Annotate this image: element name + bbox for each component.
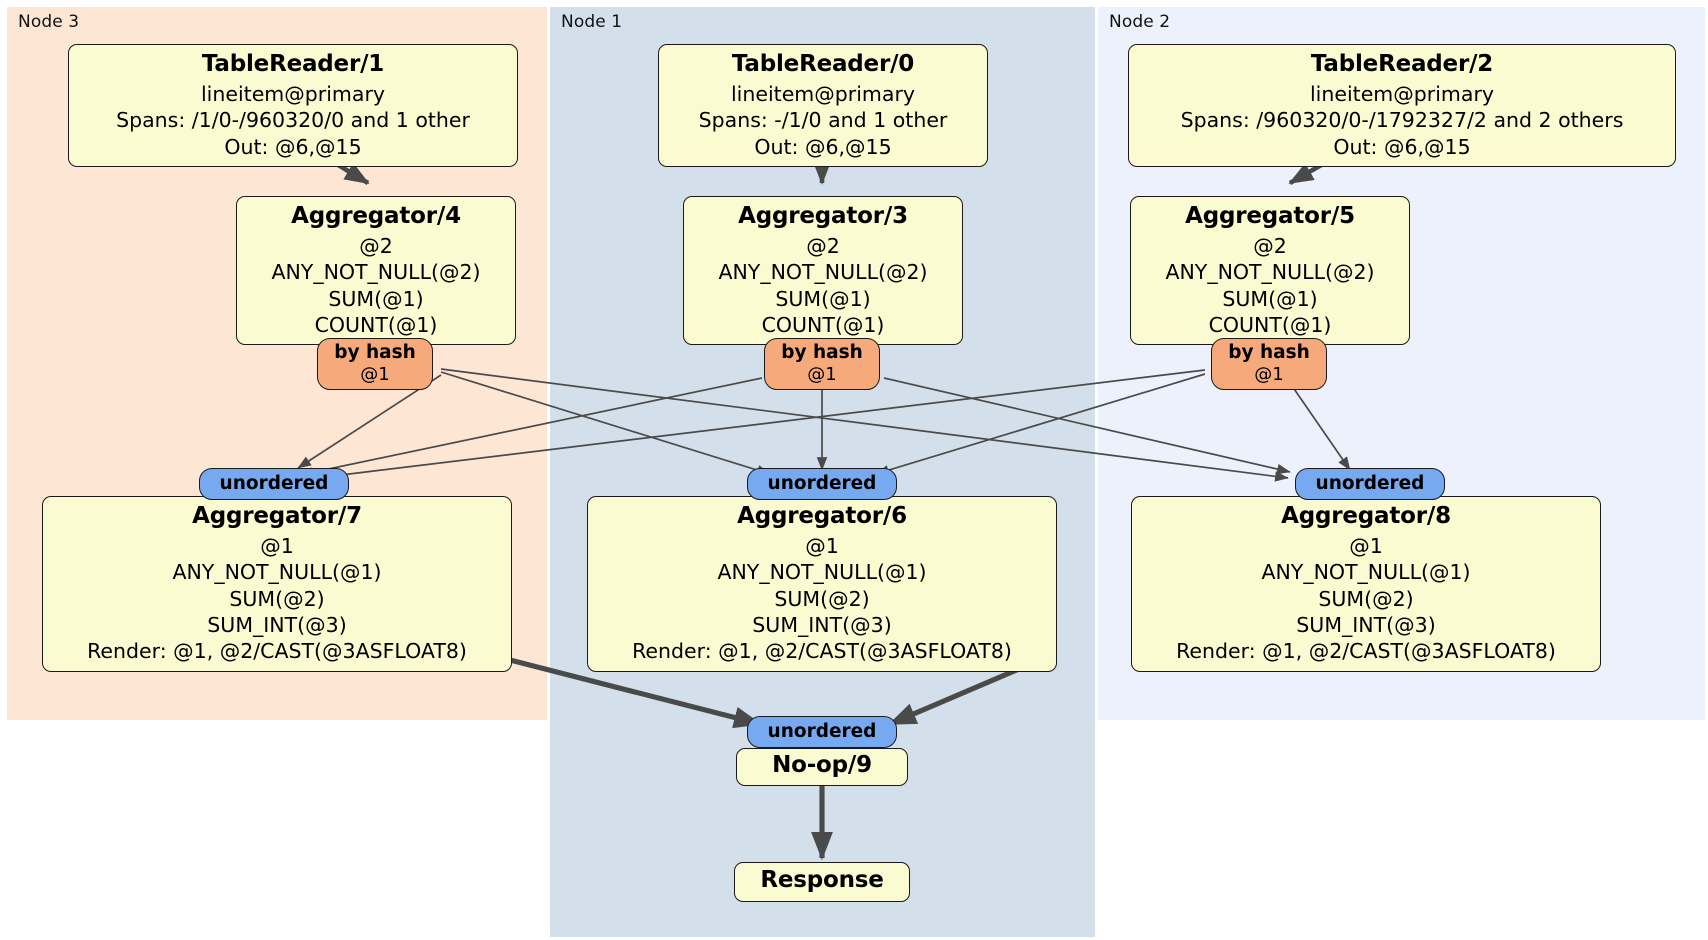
synchronizer-badge-unordered-final[interactable]: unordered (747, 716, 897, 748)
processor-title: Aggregator/8 (1281, 503, 1451, 529)
panel-label-node-3: Node 3 (18, 12, 80, 32)
router-badge-column: @1 (1254, 363, 1284, 385)
processor-detail-index: lineitem@primary (200, 81, 386, 106)
processor-title: No-op/9 (772, 751, 872, 778)
processor-table-reader-0[interactable]: TableReader/0 lineitem@primary Spans: -/… (658, 44, 988, 167)
processor-response[interactable]: Response (734, 862, 910, 902)
router-badge-by-hash-center[interactable]: by hash @1 (764, 338, 880, 390)
processor-detail-spans: Spans: -/1/0 and 1 other (698, 108, 948, 133)
processor-detail-render: Render: @1, @2/CAST(@3ASFLOAT8) (632, 639, 1012, 664)
synchronizer-badge-label: unordered (767, 473, 877, 495)
processor-title: Aggregator/5 (1185, 203, 1355, 229)
processor-aggregator-4[interactable]: Aggregator/4 @2 ANY_NOT_NULL(@2) SUM(@1)… (236, 196, 516, 346)
processor-detail-agg2: SUM(@2) (774, 586, 870, 611)
synchronizer-badge-label: unordered (1315, 473, 1425, 495)
processor-detail-spans: Spans: /1/0-/960320/0 and 1 other (116, 108, 470, 133)
processor-title: Aggregator/6 (737, 503, 907, 529)
processor-aggregator-6[interactable]: Aggregator/6 @1 ANY_NOT_NULL(@1) SUM(@2)… (587, 496, 1057, 672)
processor-detail-group: @1 (1349, 533, 1383, 558)
processor-title: TableReader/1 (201, 51, 385, 77)
processor-detail-group: @1 (260, 533, 294, 558)
processor-detail-agg2: SUM(@1) (328, 286, 424, 311)
processor-detail-index: lineitem@primary (730, 81, 916, 106)
processor-detail-agg1: ANY_NOT_NULL(@1) (172, 560, 382, 585)
panel-label-node-1: Node 1 (561, 12, 623, 32)
processor-detail-group: @2 (806, 233, 840, 258)
router-badge-label: by hash (334, 342, 416, 363)
processor-detail-group: @2 (1253, 233, 1287, 258)
processor-title: TableReader/2 (1310, 51, 1494, 77)
processor-detail-agg2: SUM(@1) (1222, 286, 1318, 311)
processor-detail-group: @2 (359, 233, 393, 258)
processor-detail-out: Out: @6,@15 (1333, 134, 1471, 159)
synchronizer-badge-unordered-center[interactable]: unordered (747, 468, 897, 500)
processor-detail-agg2: SUM(@2) (229, 586, 325, 611)
processor-detail-agg1: ANY_NOT_NULL(@1) (1261, 560, 1471, 585)
processor-detail-agg1: ANY_NOT_NULL(@1) (717, 560, 927, 585)
processor-detail-group: @1 (805, 533, 839, 558)
processor-aggregator-3[interactable]: Aggregator/3 @2 ANY_NOT_NULL(@2) SUM(@1)… (683, 196, 963, 346)
processor-detail-out: Out: @6,@15 (224, 134, 362, 159)
processor-no-op-9[interactable]: No-op/9 (736, 748, 908, 786)
processor-detail-agg1: ANY_NOT_NULL(@2) (271, 260, 481, 285)
router-badge-by-hash-left[interactable]: by hash @1 (317, 338, 433, 390)
processor-detail-agg2: SUM(@1) (775, 286, 871, 311)
processor-detail-agg3: SUM_INT(@3) (207, 612, 347, 637)
processor-detail-agg3: SUM_INT(@3) (1296, 612, 1436, 637)
processor-detail-agg3: COUNT(@1) (314, 312, 438, 337)
processor-detail-spans: Spans: /960320/0-/1792327/2 and 2 others (1180, 108, 1624, 133)
processor-detail-agg2: SUM(@2) (1318, 586, 1414, 611)
processor-detail-index: lineitem@primary (1309, 81, 1495, 106)
router-badge-column: @1 (360, 363, 390, 385)
router-badge-column: @1 (807, 363, 837, 385)
processor-detail-agg3: COUNT(@1) (761, 312, 885, 337)
processor-detail-render: Render: @1, @2/CAST(@3ASFLOAT8) (87, 639, 467, 664)
processor-aggregator-5[interactable]: Aggregator/5 @2 ANY_NOT_NULL(@2) SUM(@1)… (1130, 196, 1410, 346)
panel-label-node-2: Node 2 (1109, 12, 1171, 32)
synchronizer-badge-label: unordered (219, 473, 329, 495)
synchronizer-badge-unordered-right[interactable]: unordered (1295, 468, 1445, 500)
processor-title: Response (760, 866, 884, 893)
processor-table-reader-2[interactable]: TableReader/2 lineitem@primary Spans: /9… (1128, 44, 1676, 167)
processor-detail-out: Out: @6,@15 (754, 134, 892, 159)
processor-title: Aggregator/3 (738, 203, 908, 229)
processor-title: Aggregator/4 (291, 203, 461, 229)
router-badge-by-hash-right[interactable]: by hash @1 (1211, 338, 1327, 390)
processor-title: Aggregator/7 (192, 503, 362, 529)
router-badge-label: by hash (781, 342, 863, 363)
processor-aggregator-7[interactable]: Aggregator/7 @1 ANY_NOT_NULL(@1) SUM(@2)… (42, 496, 512, 672)
processor-table-reader-1[interactable]: TableReader/1 lineitem@primary Spans: /1… (68, 44, 518, 167)
processor-detail-render: Render: @1, @2/CAST(@3ASFLOAT8) (1176, 639, 1556, 664)
processor-detail-agg3: SUM_INT(@3) (752, 612, 892, 637)
processor-detail-agg3: COUNT(@1) (1208, 312, 1332, 337)
synchronizer-badge-label: unordered (767, 721, 877, 743)
processor-title: TableReader/0 (731, 51, 915, 77)
processor-detail-agg1: ANY_NOT_NULL(@2) (1165, 260, 1375, 285)
processor-aggregator-8[interactable]: Aggregator/8 @1 ANY_NOT_NULL(@1) SUM(@2)… (1131, 496, 1601, 672)
router-badge-label: by hash (1228, 342, 1310, 363)
processor-detail-agg1: ANY_NOT_NULL(@2) (718, 260, 928, 285)
synchronizer-badge-unordered-left[interactable]: unordered (199, 468, 349, 500)
